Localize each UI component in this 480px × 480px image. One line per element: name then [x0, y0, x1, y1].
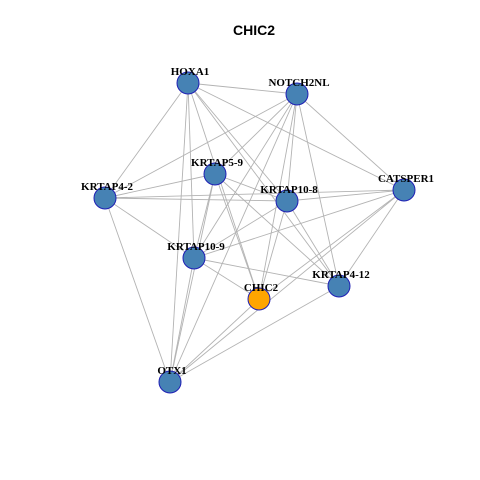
edge-krtap4-2-catsper1: [104, 189, 405, 199]
edge-krtap10-8-chic2: [258, 200, 288, 300]
edge-krtap10-8-krtap4-12: [286, 200, 340, 287]
node-label-hoxa1: HOXA1: [171, 66, 210, 78]
nodes-layer: [93, 71, 416, 394]
edge-krtap10-9-chic2: [193, 257, 260, 300]
edge-catsper1-krtap10-9: [193, 189, 405, 259]
node-hoxa1[interactable]: [176, 71, 200, 95]
edge-catsper1-chic2: [258, 189, 405, 300]
edge-hoxa1-krtap10-8: [187, 82, 288, 202]
edges-layer: [104, 82, 405, 383]
node-catsper1[interactable]: [392, 178, 416, 202]
edge-hoxa1-krtap4-12: [187, 82, 340, 287]
node-krtap10-8[interactable]: [275, 189, 299, 213]
node-label-krtap10-9: KRTAP10-9: [167, 241, 225, 253]
edge-krtap4-12-otx1: [169, 285, 340, 383]
node-label-krtap10-8: KRTAP10-8: [260, 184, 318, 196]
edge-krtap4-2-otx1: [104, 197, 171, 383]
edge-notch2nl-krtap10-9: [193, 93, 298, 259]
node-krtap4-2[interactable]: [93, 186, 117, 210]
edge-hoxa1-krtap10-9: [187, 82, 195, 259]
edge-hoxa1-krtap4-2: [104, 82, 189, 199]
edge-krtap5-9-krtap10-8: [214, 173, 288, 202]
edge-krtap4-2-krtap10-8: [104, 197, 288, 202]
edge-krtap10-9-otx1: [169, 257, 195, 383]
edge-notch2nl-krtap4-12: [296, 93, 340, 287]
node-label-chic2: CHIC2: [244, 282, 279, 294]
node-label-catsper1: CATSPER1: [378, 173, 434, 185]
edge-catsper1-krtap4-12: [338, 189, 405, 287]
node-label-otx1: OTX1: [157, 365, 186, 377]
edge-krtap5-9-krtap4-12: [214, 173, 340, 287]
node-krtap4-12[interactable]: [327, 274, 351, 298]
edge-krtap5-9-krtap4-2: [104, 173, 216, 199]
diagram-title: CHIC2: [233, 22, 275, 38]
node-notch2nl[interactable]: [285, 82, 309, 106]
node-label-krtap4-2: KRTAP4-2: [81, 181, 133, 193]
edge-chic2-otx1: [169, 298, 260, 383]
edge-krtap5-9-krtap10-9: [193, 173, 216, 259]
edge-krtap10-8-catsper1: [286, 189, 405, 202]
node-otx1[interactable]: [158, 370, 182, 394]
edge-notch2nl-otx1: [169, 93, 298, 383]
edge-hoxa1-notch2nl: [187, 82, 298, 95]
edge-hoxa1-catsper1: [187, 82, 405, 191]
edge-krtap4-2-krtap10-9: [104, 197, 195, 259]
node-krtap5-9[interactable]: [203, 162, 227, 186]
node-krtap10-9[interactable]: [182, 246, 206, 270]
edge-krtap5-9-otx1: [169, 173, 216, 383]
edge-catsper1-otx1: [169, 189, 405, 383]
edge-notch2nl-krtap5-9: [214, 93, 298, 175]
edge-krtap10-9-krtap4-12: [193, 257, 340, 287]
node-label-krtap4-12: KRTAP4-12: [312, 269, 370, 281]
edge-notch2nl-krtap10-8: [286, 93, 298, 202]
edge-krtap10-8-krtap10-9: [193, 200, 288, 259]
node-label-krtap5-9: KRTAP5-9: [191, 157, 243, 169]
edge-hoxa1-otx1: [169, 82, 189, 383]
node-chic2[interactable]: [247, 287, 271, 311]
edge-notch2nl-krtap4-2: [104, 93, 298, 199]
edge-hoxa1-chic2: [187, 82, 260, 300]
edge-notch2nl-catsper1: [296, 93, 405, 191]
node-label-notch2nl: NOTCH2NL: [268, 77, 329, 89]
